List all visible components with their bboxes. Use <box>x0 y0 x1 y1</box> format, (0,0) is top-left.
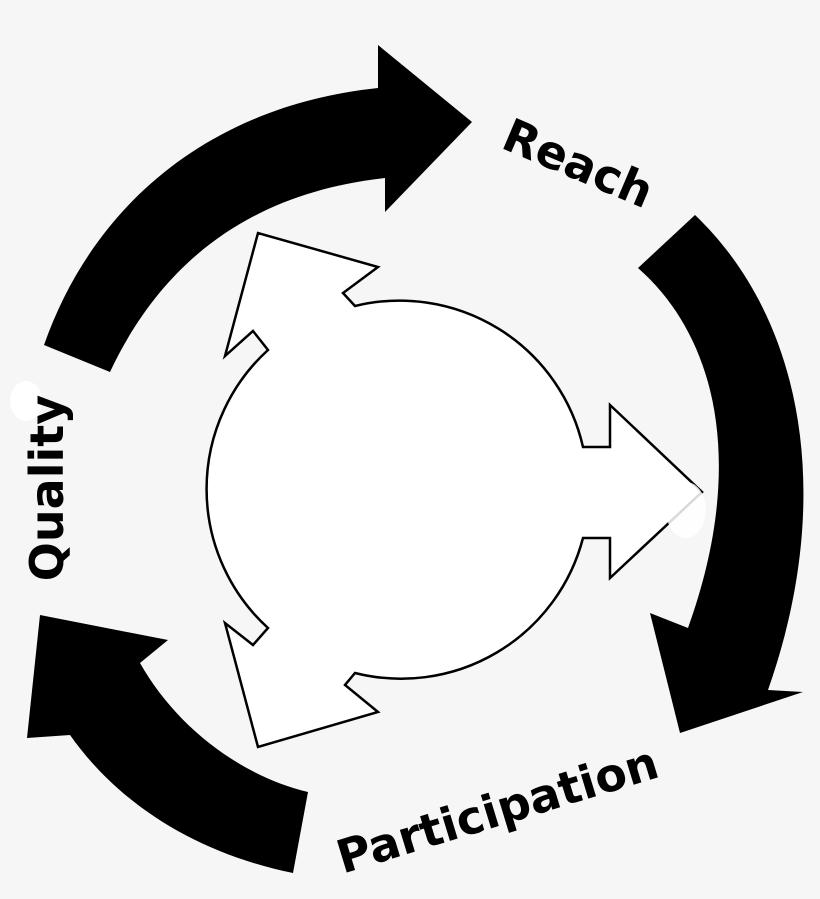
glare-spot-right <box>666 482 706 538</box>
inner-cycle-outline <box>205 231 704 749</box>
outer-arrow-quality-to-reach <box>44 45 472 372</box>
label-participation: Participation <box>330 735 664 884</box>
label-quality: Quality <box>20 395 74 581</box>
outer-arrow-reach-to-participation <box>638 215 804 733</box>
outer-arrow-participation-to-quality <box>27 615 308 873</box>
glare-spot-left <box>10 381 42 421</box>
label-reach: Reach <box>495 108 661 219</box>
